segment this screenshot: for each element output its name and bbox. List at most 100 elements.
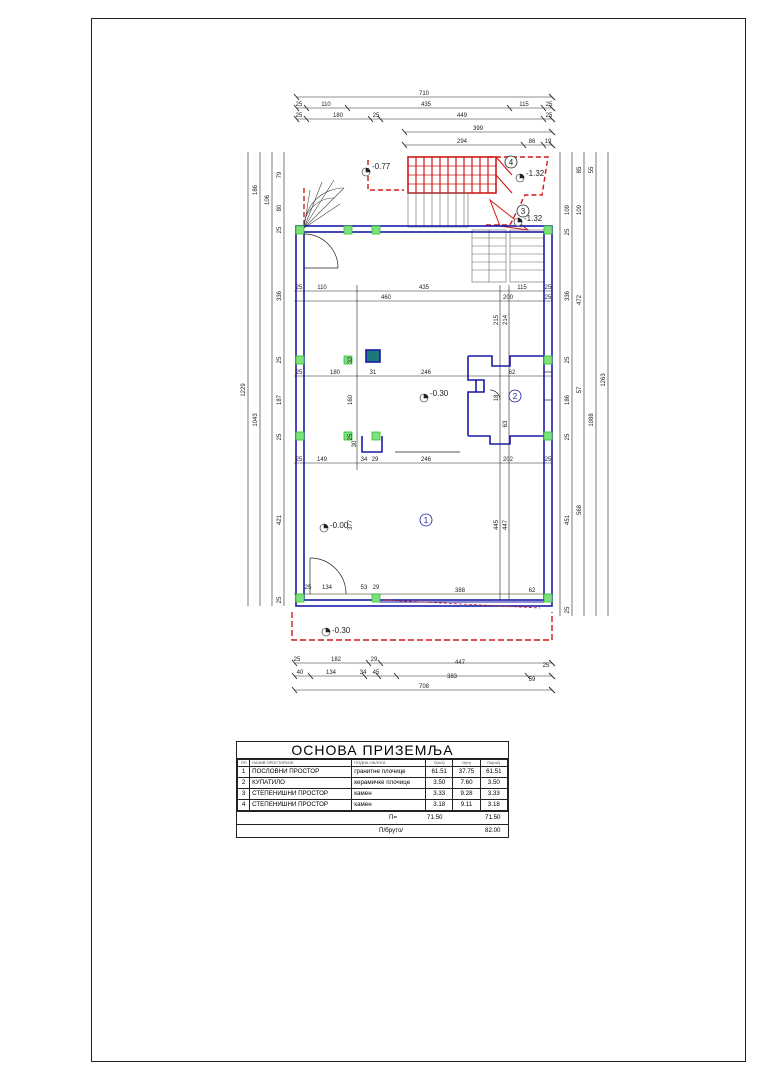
spiral-stair (303, 179, 345, 229)
drawing-sheet-border (91, 18, 746, 1062)
dim-label: 25 (546, 102, 553, 108)
header-cell: О(m) (452, 759, 481, 767)
room-number: 3 (521, 207, 526, 216)
structural-columns (295, 225, 553, 603)
dim-label: 34 (361, 457, 368, 463)
dim-label: 215 (494, 314, 500, 325)
room-material: камен (351, 799, 427, 811)
sum-label: П= (389, 814, 398, 821)
room-perimeter: 7.60 (452, 777, 481, 789)
legend-rows: ПП НАЗИВ ПРОСТОРИЈЕ ПОДНА ОБЛОГА П(m2) О… (236, 759, 509, 811)
dim-label: 472 (577, 294, 583, 305)
dim-label: 160 (348, 394, 354, 405)
dim-label: 25 (545, 285, 552, 291)
dim-label: 1088 (589, 413, 595, 427)
gross-label: П/бруто/ (379, 827, 404, 834)
dim-label: 25 (296, 457, 303, 463)
sum-area: 71.50 (427, 814, 443, 821)
dim-label: 182 (331, 657, 342, 663)
legend-title: ОСНОВА ПРИЗЕМЉА (237, 742, 508, 759)
dim-label: 55 (589, 166, 595, 173)
dim-label: 62 (529, 588, 536, 594)
dim-label: 25 (546, 113, 553, 119)
dim-label: 399 (473, 126, 484, 132)
dim-label: 710 (419, 91, 430, 97)
sum-line: П= 71.50 71.50 (237, 812, 508, 824)
dim-label: 25 (305, 585, 312, 591)
legend-header-row: ПП НАЗИВ ПРОСТОРИЈЕ ПОДНА ОБЛОГА П(m2) О… (236, 759, 509, 767)
dim-label: 25 (296, 370, 303, 376)
dim-label: 19 (545, 139, 552, 145)
dim-label: 25 (565, 433, 571, 440)
dim-label: 25 (543, 663, 550, 669)
dim-label: 40 (297, 670, 304, 676)
dim-label: 200 (503, 295, 514, 301)
dim-label: 86 (529, 139, 536, 145)
dim-label: 25 (545, 457, 552, 463)
room-net-area: 3.50 (479, 777, 509, 789)
header-cell: НАЗИВ ПРОСТОРИЈЕ (249, 759, 353, 767)
dim-label: 25 (277, 596, 283, 603)
dim-label: 45 (373, 670, 380, 676)
header-cell: П(m2) (425, 759, 454, 767)
inner-stair (407, 192, 545, 283)
dim-label: 1229 (241, 383, 247, 397)
dim-label: 186 (253, 184, 259, 195)
dim-label: 109 (577, 204, 583, 215)
dim-label: 708 (419, 684, 430, 690)
dim-label: 214 (503, 314, 509, 325)
room-no: 4 (236, 799, 251, 811)
dim-label: 25 (296, 113, 303, 119)
room-area: 3.18 (425, 799, 454, 811)
dim-label: 30 (352, 440, 358, 447)
room-number-circles (419, 155, 530, 527)
dim-label: 115 (517, 285, 527, 291)
level-markers (319, 167, 525, 637)
dim-label: 29 (373, 585, 380, 591)
room-legend-table: ОСНОВА ПРИЗЕМЉА ПП НАЗИВ ПРОСТОРИЈЕ ПОДН… (236, 741, 509, 838)
dim-label: 246 (421, 457, 432, 463)
dim-label: 336 (277, 290, 283, 301)
dim-label: 25 (277, 226, 283, 233)
walls (295, 225, 553, 607)
dim-label: 29 (371, 657, 378, 663)
dim-label: 34 (360, 670, 367, 676)
dim-label: 451 (565, 514, 571, 525)
room-net-area: 3.33 (479, 788, 509, 800)
room-net-area: 61.51 (479, 766, 509, 778)
dim-label: 115 (519, 102, 529, 108)
room-area: 3.50 (425, 777, 454, 789)
room-no: 3 (236, 788, 251, 800)
room-area: 3.33 (425, 788, 454, 800)
level-value: -1.32 (524, 214, 543, 223)
dim-label: 29 (372, 457, 379, 463)
dim-label: 421 (277, 514, 283, 525)
room-area: 61.51 (425, 766, 454, 778)
room-perimeter: 9.28 (452, 788, 481, 800)
gross-line: П/бруто/ 82.00 (237, 824, 508, 837)
dim-label: 25 (277, 433, 283, 440)
dim-label: 53 (361, 585, 368, 591)
dim-label: 59 (529, 677, 536, 683)
dim-label: 25 (545, 295, 552, 301)
level-value: -0.77 (372, 162, 391, 171)
dim-label: 180 (330, 370, 341, 376)
room-name: ПОСЛОВНИ ПРОСТОР (249, 766, 353, 778)
legend-totals: П= 71.50 71.50 П/бруто/ 82.00 (237, 811, 508, 837)
header-cell: ПОДНА ОБЛОГА (351, 759, 427, 767)
dim-label: 25 (373, 113, 380, 119)
dim-label: 57 (577, 386, 583, 393)
header-cell: ПП (236, 759, 251, 767)
dim-label: 109 (565, 204, 571, 215)
dim-label: 63 (503, 420, 509, 427)
dim-label: 447 (503, 519, 509, 530)
dim-label: 25 (565, 356, 571, 363)
sum-net: 71.50 (485, 814, 501, 821)
dim-label: 134 (322, 585, 333, 591)
dim-label: 246 (421, 370, 432, 376)
dim-label: 79 (277, 171, 283, 178)
dim-label: 447 (455, 660, 466, 666)
dim-label: 149 (317, 457, 328, 463)
doors-windows (303, 233, 552, 609)
level-value: -0.30 (332, 626, 351, 635)
